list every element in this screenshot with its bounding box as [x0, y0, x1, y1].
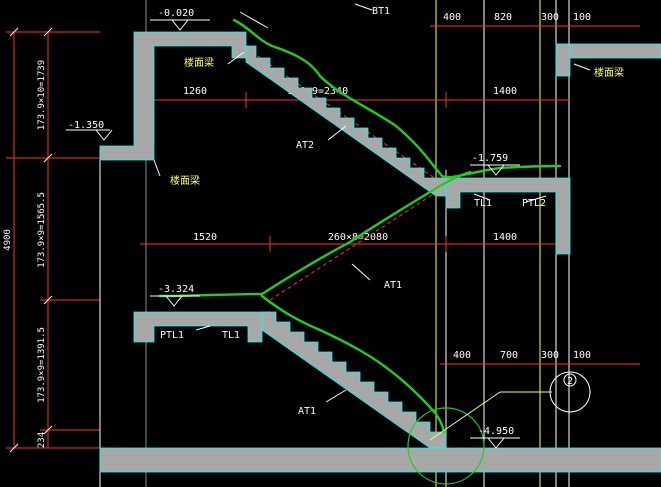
ground-slab: [99, 447, 661, 473]
lower-flight-dimension: [140, 236, 570, 252]
label-ptl2: PTL2: [522, 198, 546, 209]
axis-marker: [429, 371, 591, 441]
flight-height-label-2: 173.9×9=1565.5: [37, 192, 47, 268]
total-height-label: 4900: [3, 229, 13, 251]
elevation-top: -0.020: [158, 8, 194, 19]
floor-slab-height-label: 234: [37, 432, 47, 448]
label-at1-upper: AT1: [384, 280, 402, 291]
concrete-structure: [99, 31, 661, 473]
label-at1-lower: AT1: [298, 406, 316, 417]
dim-mid-3: 300: [541, 350, 559, 361]
elevation-mid: -1.759: [472, 153, 508, 164]
label-leaders: [153, 3, 591, 403]
label-floor-beam-right: 楼面梁: [594, 66, 624, 79]
dim-top-2: 820: [494, 12, 512, 23]
label-floor-beam-left: 楼面梁: [170, 174, 200, 187]
lower-flight-left-dim: 1520: [193, 232, 217, 243]
vertical-dimension-chain: [6, 31, 100, 449]
lower-flight-right-dim: 1400: [493, 232, 517, 243]
axis-marker-label: 2: [567, 376, 573, 387]
elevation-landing-left: -1.350: [68, 120, 104, 131]
mid-landing-slab: [445, 177, 571, 255]
flight-height-label-3: 173.9×9=1391.5: [37, 327, 47, 403]
stair-construction-lines: [245, 47, 447, 301]
upper-flight-left-dim: 1260: [183, 86, 207, 97]
flight-height-label-1: 173.9×10=1739: [37, 60, 47, 130]
label-tl1-left: TL1: [222, 330, 240, 341]
dim-mid-1: 400: [453, 350, 471, 361]
upper-flight-right-dim: 1400: [493, 86, 517, 97]
dim-mid-4: 100: [573, 350, 591, 361]
label-ptl1: PTL1: [160, 330, 184, 341]
label-at2: AT2: [296, 140, 314, 151]
floor-beam-right-drop: [555, 43, 571, 77]
dim-top-1: 400: [443, 12, 461, 23]
upper-landing-slab: [99, 31, 247, 161]
label-tl1-right: TL1: [474, 198, 492, 209]
vertical-dim-ticks: [9, 27, 53, 453]
elevation-lower-landing: -3.324: [158, 284, 194, 295]
upper-flight-center-dim: 260×9=2340: [288, 86, 348, 97]
dim-top-4: 100: [573, 12, 591, 23]
lower-landing-slab: [133, 311, 271, 343]
hand-sketch-overlay: [158, 18, 562, 434]
dim-mid-2: 700: [500, 350, 518, 361]
dim-top-3: 300: [541, 12, 559, 23]
flight-at2: [245, 45, 447, 197]
label-floor-beam-top: 楼面梁: [184, 56, 214, 69]
flight-at1-lower: [261, 311, 447, 449]
floor-beam-right: [555, 43, 661, 59]
elevation-bottom: -4.950: [478, 426, 514, 437]
detail-highlight-circle: [407, 407, 485, 485]
elevation-symbols: [66, 19, 520, 449]
label-bt1: BT1: [372, 6, 390, 17]
